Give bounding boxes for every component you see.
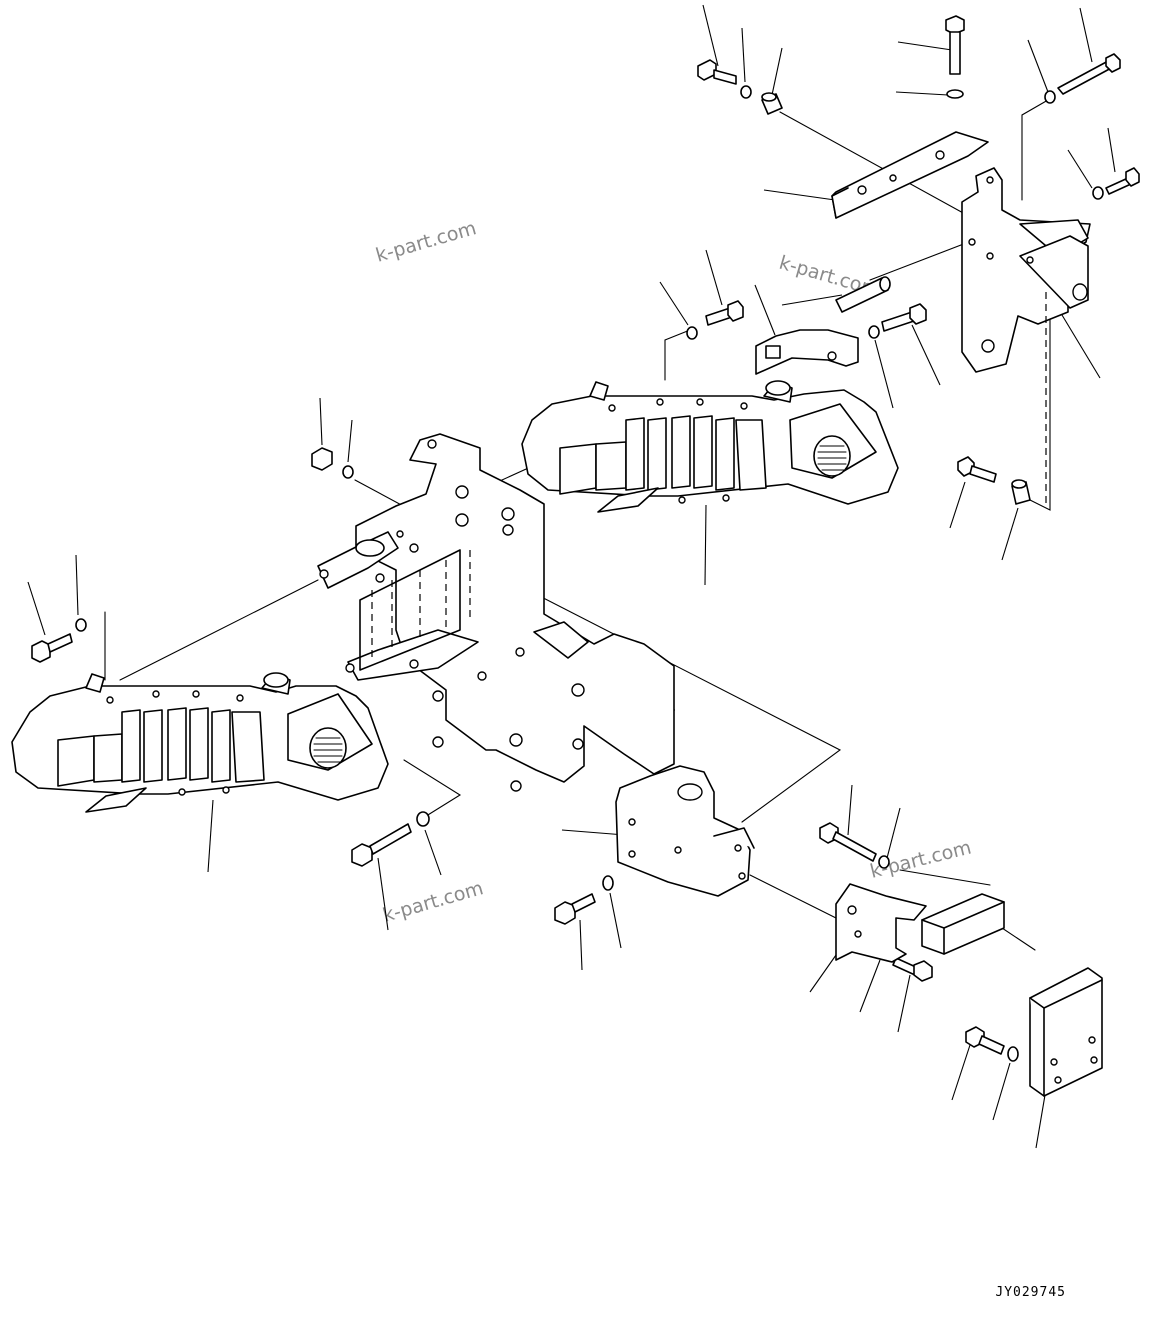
drawing-code: JY029745 (995, 1285, 1066, 1300)
nut-icon (311, 447, 333, 471)
bolt-vertical-icon (945, 15, 965, 75)
bolt-icon (351, 823, 412, 867)
upper-stay (831, 131, 989, 219)
spacer-block (921, 893, 1005, 955)
washer-icon (1092, 186, 1104, 200)
bolt-icon (1105, 167, 1140, 195)
bolt-icon (697, 59, 737, 85)
washer-icon (878, 855, 890, 869)
egr-cooler-left (11, 672, 389, 813)
mounting-bracket-right (961, 167, 1091, 506)
pipe-spacer (835, 276, 891, 313)
mounting-plate (615, 765, 755, 897)
bolt-icon (957, 456, 997, 483)
spacer-icon (761, 92, 783, 115)
small-bracket (755, 329, 859, 375)
watermark-3: k-part.com (380, 877, 486, 927)
washer-icon (686, 326, 698, 340)
washer-icon (416, 811, 430, 827)
washer-icon (946, 89, 964, 99)
washer-icon (740, 85, 752, 99)
bolt-icon (881, 303, 927, 332)
washer-icon (1044, 90, 1056, 104)
bolt-icon (554, 893, 596, 925)
washer-icon (75, 618, 87, 632)
washer-icon (1007, 1046, 1019, 1062)
bolt-icon (965, 1026, 1005, 1055)
cooler-support-frame (317, 433, 675, 792)
assembly-lines (104, 99, 1051, 951)
spacer-icon (1011, 479, 1031, 505)
bolt-icon (819, 822, 877, 862)
bolt-icon (31, 633, 73, 663)
egr-cooler-right (521, 380, 899, 513)
leader-lines (27, 4, 1116, 1149)
mounting-pad (1029, 967, 1103, 1097)
washer-icon (868, 325, 880, 339)
bolt-icon (892, 957, 933, 982)
washer-icon (342, 465, 354, 479)
bolt-icon (705, 300, 744, 326)
lower-bracket (835, 883, 927, 963)
watermark-1: k-part.com (373, 217, 479, 267)
washer-icon (602, 875, 614, 891)
bolt-icon (1057, 53, 1121, 95)
